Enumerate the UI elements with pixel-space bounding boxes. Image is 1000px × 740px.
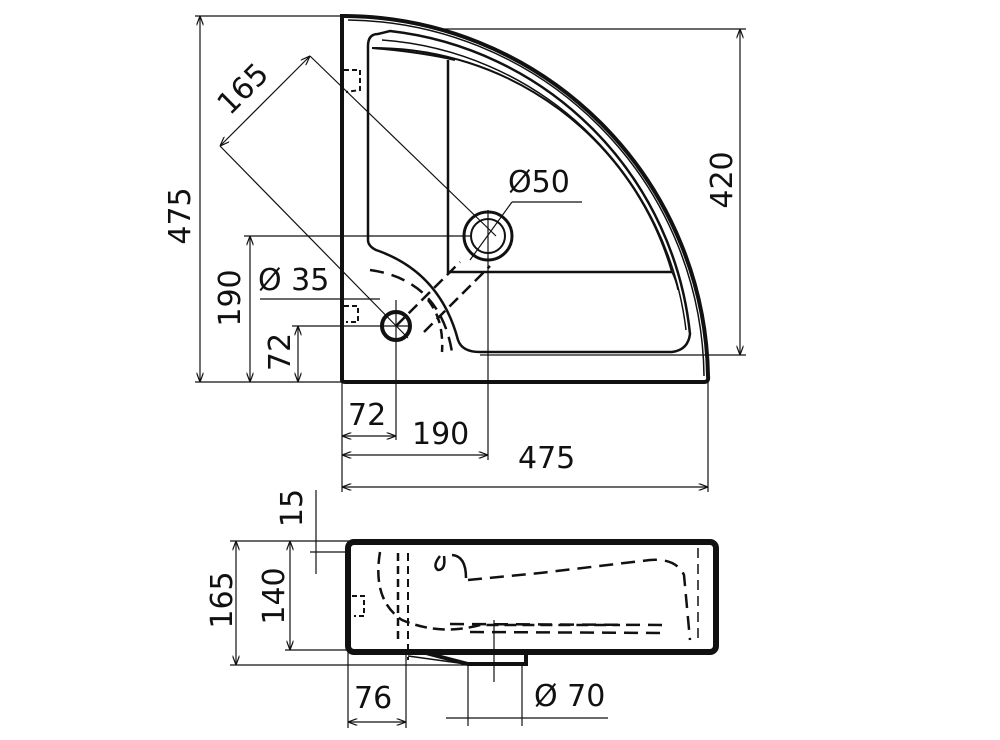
dim-offset: 76 — [354, 681, 392, 716]
dim-rim-thickness: 15 — [275, 489, 310, 527]
side-view — [345, 539, 719, 666]
dim-tap-from-bottom: 72 — [263, 333, 298, 371]
dim-drain-from-left: 190 — [412, 417, 469, 452]
rim-inner — [366, 29, 692, 354]
dim-overall-width: 475 — [518, 441, 575, 476]
dim-overflow-from-back: 190 — [213, 269, 248, 326]
basin-outer-outline — [340, 14, 711, 384]
dim-total-height: 165 — [205, 571, 240, 628]
bowl-inner — [371, 46, 673, 273]
dim-overall-height: 475 — [163, 187, 198, 244]
basin-side-outline — [345, 539, 719, 655]
dim-tap-hole-diameter: Ø 35 — [258, 263, 329, 298]
dim-tap-from-left: 72 — [348, 398, 386, 433]
dim-body-height: 140 — [257, 567, 292, 624]
dim-outlet-diameter: Ø 70 — [534, 679, 605, 714]
outlet — [421, 650, 528, 666]
dim-drain-diameter: Ø50 — [508, 165, 570, 200]
side-view-dimensions — [230, 490, 608, 728]
dim-inner-depth: 420 — [705, 151, 740, 208]
dim-diagonal-depth: 165 — [211, 57, 276, 122]
top-view-dimensions — [195, 15, 746, 492]
